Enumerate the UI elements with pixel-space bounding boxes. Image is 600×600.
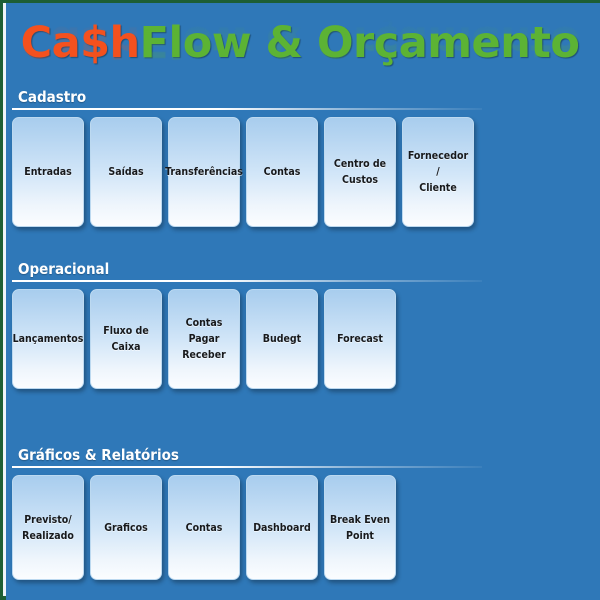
section-operacional: Operacional Lançamentos Fluxo de Caixa C… — [12, 260, 588, 389]
button-fluxo-de-caixa[interactable]: Fluxo de Caixa — [90, 289, 162, 389]
button-graficos[interactable]: Graficos — [90, 475, 162, 580]
section-graficos-relatorios-title: Gráficos & Relatórios — [18, 446, 179, 464]
app-title-reflection-cash: Ca$h — [20, 16, 140, 66]
button-contas-relatorios[interactable]: Contas — [168, 475, 240, 580]
button-entradas-label: Entradas — [24, 166, 72, 178]
app-title-reflection: Ca$hFlow & Orçamento — [0, 16, 600, 66]
button-contas-cadastro-label: Contas — [263, 166, 301, 178]
button-contas-pagar-receber-label: Contas Pagar Receber — [182, 317, 226, 361]
button-centro-de-custos[interactable]: Centro de Custos — [324, 117, 396, 227]
button-lancamentos-label: Lançamentos — [12, 333, 84, 345]
app-title: Ca$hFlow & Orçamento — [0, 18, 600, 68]
button-break-even-point[interactable]: Break Even Point — [324, 475, 396, 580]
button-lancamentos[interactable]: Lançamentos — [12, 289, 84, 389]
button-dashboard[interactable]: Dashboard — [246, 475, 318, 580]
button-previsto-realizado-label: Previsto/ Realizado — [22, 513, 74, 542]
button-break-even-point-label: Break Even Point — [330, 513, 390, 542]
section-operacional-button-row: Lançamentos Fluxo de Caixa Contas Pagar … — [12, 289, 588, 389]
button-contas-cadastro[interactable]: Contas — [246, 117, 318, 227]
button-previsto-realizado[interactable]: Previsto/ Realizado — [12, 475, 84, 580]
window-frame-bottom-left-corner — [0, 596, 6, 600]
button-forecast[interactable]: Forecast — [324, 289, 396, 389]
section-operacional-header: Operacional — [12, 260, 588, 282]
button-centro-de-custos-label: Centro de Custos — [333, 158, 387, 186]
button-fornecedor-cliente[interactable]: Fornecedor / Cliente — [402, 117, 474, 227]
window-frame-top-edge — [0, 0, 600, 3]
button-forecast-label: Forecast — [337, 333, 383, 345]
section-cadastro-header: Cadastro — [12, 88, 588, 110]
section-graficos-relatorios-button-row: Previsto/ Realizado Graficos Contas Dash… — [12, 475, 588, 580]
button-budegt-label: Budegt — [262, 333, 302, 345]
button-saidas[interactable]: Saídas — [90, 117, 162, 227]
section-operacional-title: Operacional — [18, 260, 110, 278]
app-title-reflection-flow: Flow & Orçamento — [139, 16, 580, 66]
button-contas-pagar-receber[interactable]: Contas Pagar Receber — [168, 289, 240, 389]
section-cadastro-title: Cadastro — [18, 88, 87, 106]
button-graficos-label: Graficos — [104, 521, 148, 534]
section-graficos-relatorios-divider — [12, 466, 482, 468]
window-frame-left-edge — [0, 0, 3, 600]
app-title-cash: Ca$h — [20, 18, 141, 68]
button-dashboard-label: Dashboard — [253, 521, 311, 534]
section-cadastro-divider — [12, 108, 482, 110]
button-transferencias-label: Transferências — [165, 166, 243, 178]
app-title-block: Ca$hFlow & Orçamento Ca$hFlow & Orçament… — [0, 16, 600, 114]
button-transferencias[interactable]: Transferências — [165, 117, 243, 227]
button-entradas[interactable]: Entradas — [12, 117, 84, 227]
button-contas-relatorios-label: Contas — [185, 521, 223, 534]
section-cadastro-button-row: Entradas Saídas Transferências Contas Ce… — [12, 117, 588, 227]
section-cadastro: Cadastro Entradas Saídas Transferências … — [12, 88, 588, 227]
button-fluxo-de-caixa-label: Fluxo de Caixa — [103, 325, 149, 353]
section-operacional-divider — [12, 280, 482, 282]
app-title-flow: Flow & Orçamento — [139, 18, 580, 68]
window-frame-left-inner-edge — [3, 3, 6, 600]
section-graficos-relatorios-header: Gráficos & Relatórios — [12, 446, 588, 468]
button-saidas-label: Saídas — [108, 166, 144, 178]
button-fornecedor-cliente-label: Fornecedor / Cliente — [407, 150, 469, 194]
section-graficos-relatorios: Gráficos & Relatórios Previsto/ Realizad… — [12, 446, 588, 580]
button-budegt[interactable]: Budegt — [246, 289, 318, 389]
